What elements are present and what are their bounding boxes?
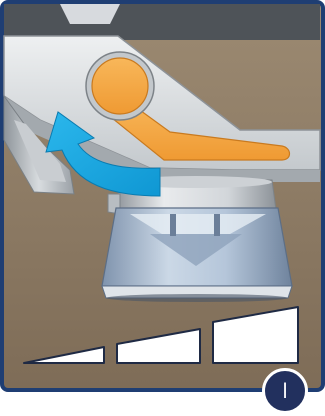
step-badge: l (262, 368, 308, 414)
glass-hopper (102, 208, 292, 302)
step-badge-label: l (282, 381, 288, 401)
